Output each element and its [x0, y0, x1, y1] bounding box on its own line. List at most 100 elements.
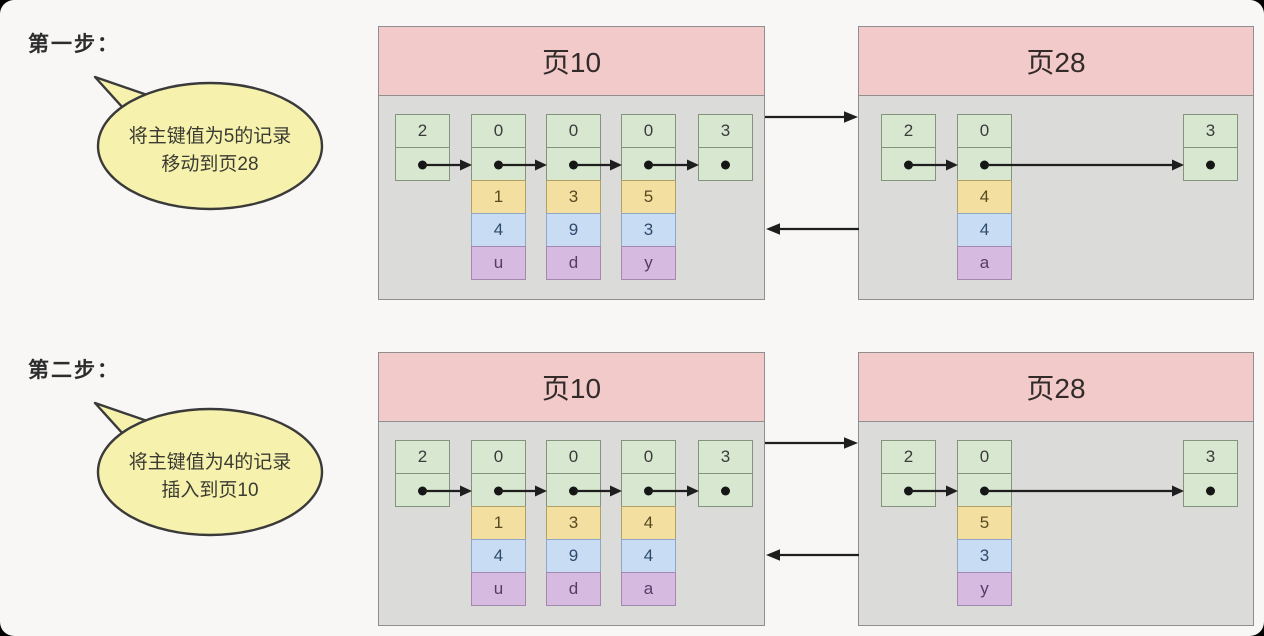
record-type-cell: 2: [881, 440, 936, 474]
record-type-cell: 0: [621, 114, 676, 148]
record-field-cell: 1: [471, 180, 526, 214]
record-field-cell: 3: [546, 506, 601, 540]
page-10-title: 页10: [541, 47, 602, 78]
next-record-pointer-cell: [621, 473, 676, 507]
next-record-pointer-cell: [546, 473, 601, 507]
next-record-pointer-cell: [1183, 147, 1238, 181]
record-field-cell: d: [546, 246, 601, 280]
record-type-cell: 2: [395, 440, 450, 474]
record-field-cell: 4: [471, 213, 526, 247]
record-field-cell: 3: [621, 213, 676, 247]
next-record-pointer-cell: [957, 147, 1012, 181]
record-type-cell: 0: [546, 114, 601, 148]
supremum-node: 3: [698, 440, 753, 507]
page-28-title: 页28: [1026, 373, 1086, 404]
record-type-cell: 3: [1183, 114, 1238, 148]
next-record-pointer-cell: [881, 147, 936, 181]
next-record-pointer-cell: [698, 473, 753, 507]
record-field-cell: a: [621, 572, 676, 606]
next-record-pointer-cell: [546, 147, 601, 181]
record-field-cell: y: [621, 246, 676, 280]
page28-to-page10-arrowhead: [766, 223, 780, 235]
record-field-cell: 5: [957, 506, 1012, 540]
record-field-cell: 5: [621, 180, 676, 214]
supremum-node: 3: [1183, 440, 1238, 507]
page10-to-page28-arrowhead: [844, 111, 858, 123]
record-field-cell: d: [546, 572, 601, 606]
infimum-node: 2: [395, 440, 450, 507]
record-field-cell: 3: [546, 180, 601, 214]
record-type-cell: 2: [881, 114, 936, 148]
next-record-pointer-cell: [471, 147, 526, 181]
step-2-label: 第二步：: [28, 359, 120, 382]
next-record-pointer-cell: [1183, 473, 1238, 507]
record-field-cell: u: [471, 572, 526, 606]
bubble-line-2: 移动到页28: [161, 154, 259, 175]
bubble-line-1: 将主键值为5的记录: [128, 126, 292, 147]
record-type-cell: 0: [957, 440, 1012, 474]
page-link-arrows: [765, 111, 859, 235]
record-field-cell: a: [957, 246, 1012, 280]
record-field-cell: 3: [957, 539, 1012, 573]
page-10-title: 页10: [541, 373, 602, 404]
record-type-cell: 3: [1183, 440, 1238, 474]
bubble-line-1: 将主键值为4的记录: [128, 452, 292, 473]
infimum-node: 2: [881, 114, 936, 181]
record-type-cell: 0: [471, 114, 526, 148]
next-record-pointer-cell: [395, 147, 450, 181]
page-28-header: 页28: [859, 353, 1253, 422]
record-field-cell: 4: [471, 539, 526, 573]
supremum-node: 3: [1183, 114, 1238, 181]
next-record-pointer-cell: [395, 473, 450, 507]
next-record-pointer-cell: [621, 147, 676, 181]
step-1-label: 第一步：: [28, 33, 120, 56]
record-field-cell: 9: [546, 539, 601, 573]
page10-to-page28-arrowhead: [844, 437, 858, 449]
speech-bubble: [93, 75, 324, 211]
page-10-header: 页10: [379, 353, 764, 422]
speech-bubble-text: 将主键值为4的记录 插入到页10: [98, 446, 322, 508]
infimum-node: 2: [395, 114, 450, 181]
record-type-cell: 0: [621, 440, 676, 474]
record-field-cell: u: [471, 246, 526, 280]
record-field-cell: 4: [957, 180, 1012, 214]
record-field-cell: 4: [621, 539, 676, 573]
record-type-cell: 3: [698, 440, 753, 474]
record-type-cell: 0: [471, 440, 526, 474]
page28-to-page10-arrowhead: [766, 549, 780, 561]
record-field-cell: 1: [471, 506, 526, 540]
speech-bubble-ellipse: [96, 81, 324, 211]
page-link-arrows: [765, 437, 859, 561]
speech-bubble: [93, 401, 324, 537]
next-record-pointer-cell: [957, 473, 1012, 507]
record-field-cell: 4: [957, 213, 1012, 247]
next-record-pointer-cell: [471, 473, 526, 507]
record-type-cell: 0: [546, 440, 601, 474]
record-type-cell: 0: [957, 114, 1012, 148]
page-28-title: 页28: [1026, 47, 1086, 78]
speech-bubble-text: 将主键值为5的记录 移动到页28: [98, 120, 322, 182]
record-type-cell: 2: [395, 114, 450, 148]
infimum-node: 2: [881, 440, 936, 507]
speech-bubble-ellipse: [96, 407, 324, 537]
page-28-header: 页28: [859, 27, 1253, 96]
record-type-cell: 3: [698, 114, 753, 148]
next-record-pointer-cell: [698, 147, 753, 181]
record-field-cell: 4: [621, 506, 676, 540]
page-10-header: 页10: [379, 27, 764, 96]
record-field-cell: y: [957, 572, 1012, 606]
